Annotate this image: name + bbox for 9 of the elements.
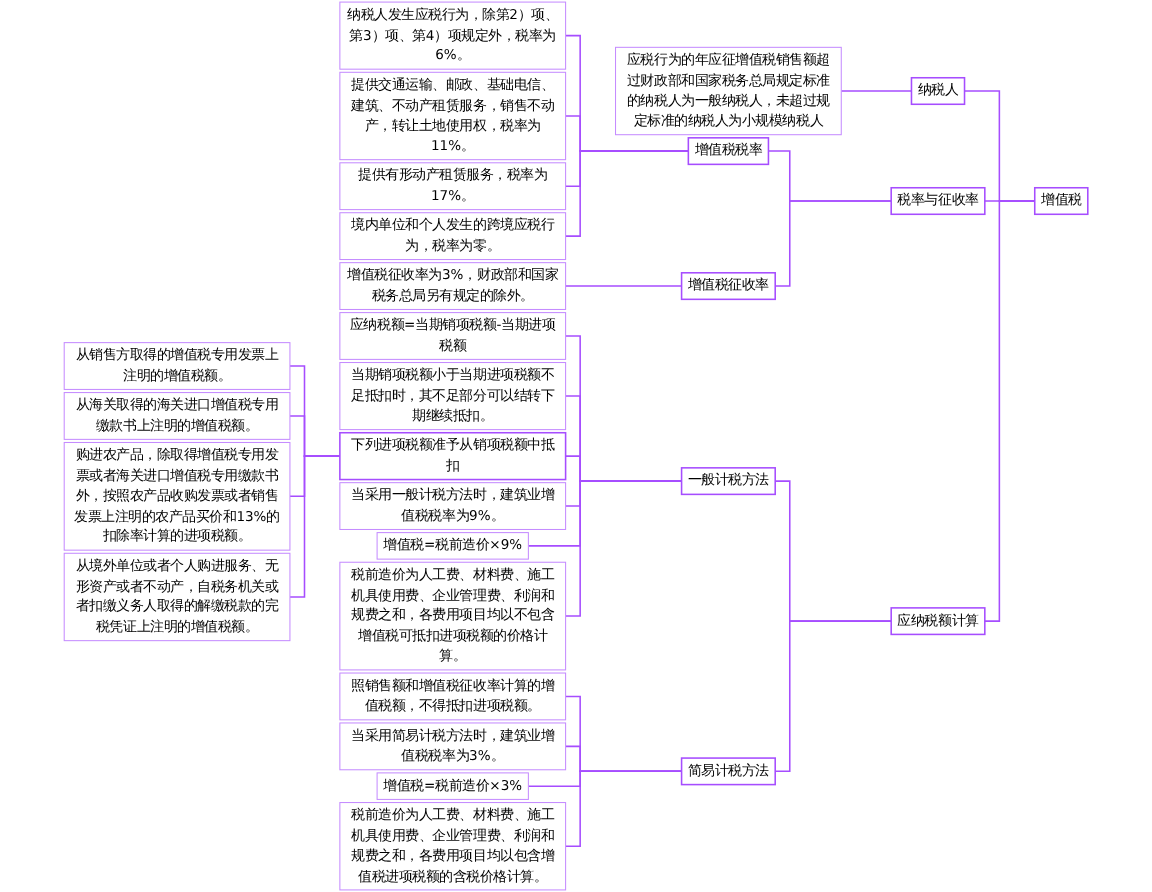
connector [774, 620, 892, 773]
connector [774, 200, 892, 287]
connector [564, 770, 683, 847]
connector [564, 150, 690, 237]
connector [564, 285, 683, 287]
connector [984, 200, 1036, 622]
connector [564, 480, 683, 617]
connector [840, 90, 913, 92]
connector [289, 455, 341, 598]
